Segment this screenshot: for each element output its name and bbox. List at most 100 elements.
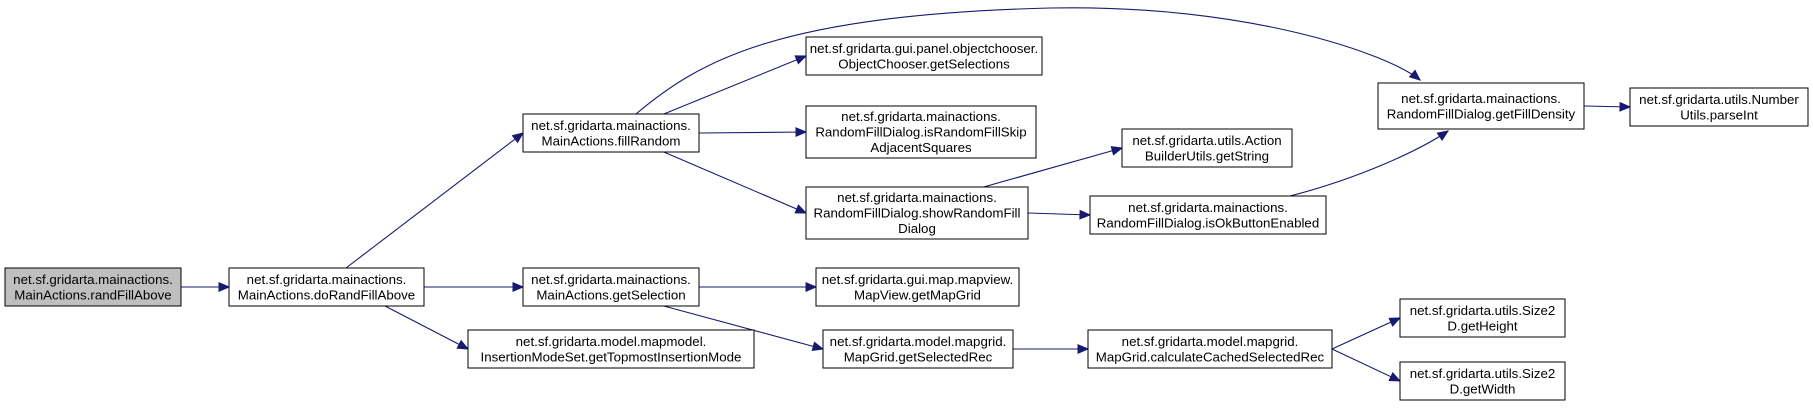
edge-line	[1289, 130, 1449, 197]
node-label-line: net.sf.gridarta.mainactions.	[531, 118, 691, 133]
node-box	[805, 186, 1029, 240]
arrowhead	[794, 204, 808, 214]
node-box	[467, 329, 755, 369]
edge-line	[1331, 348, 1401, 382]
node-box	[805, 105, 1037, 159]
node-box	[1377, 82, 1585, 130]
node-box	[1121, 128, 1293, 168]
node-rand-fill-above[interactable]: net.sf.gridarta.mainactions.MainActions.…	[4, 267, 182, 307]
arrowhead	[511, 132, 525, 144]
edge-calculate-cached-selected-rec-to-get-width	[1331, 348, 1402, 382]
node-parse-int[interactable]: net.sf.gridarta.utils.NumberUtils.parseI…	[1629, 87, 1809, 127]
node-get-fill-density[interactable]: net.sf.gridarta.mainactions.RandomFillDi…	[1377, 82, 1585, 130]
node-is-random-fill-skip[interactable]: net.sf.gridarta.mainactions.RandomFillDi…	[805, 105, 1037, 159]
node-label-line: D.getHeight	[1447, 318, 1518, 333]
node-get-map-grid[interactable]: net.sf.gridarta.gui.map.mapview.MapView.…	[815, 267, 1020, 307]
node-label-line: RandomFillDialog.getFillDensity	[1387, 106, 1576, 121]
node-label-line: net.sf.gridarta.gui.map.mapview.	[822, 272, 1013, 287]
node-label-line: InsertionModeSet.getTopmostInsertionMode	[481, 349, 742, 364]
node-label-line: Dialog	[898, 221, 936, 236]
edge-fill-random-to-get-selections	[663, 55, 808, 115]
edge-do-rand-fill-above-to-get-selection	[424, 282, 525, 292]
node-do-rand-fill-above[interactable]: net.sf.gridarta.mainactions.MainActions.…	[228, 267, 425, 307]
node-label-line: Utils.parseInt	[1680, 107, 1758, 122]
node-fill-random[interactable]: net.sf.gridarta.mainactions.MainActions.…	[522, 113, 700, 153]
node-label-line: ObjectChooser.getSelections	[838, 56, 1010, 71]
arrowhead	[512, 282, 525, 292]
edge-show-random-fill-dialog-to-is-ok-button-enabled	[1027, 209, 1092, 220]
node-label-line: net.sf.gridarta.utils.Number	[1639, 92, 1799, 107]
edge-get-selection-to-get-selected-rec	[663, 305, 825, 352]
node-get-selections[interactable]: net.sf.gridarta.gui.panel.objectchooser.…	[805, 36, 1043, 76]
arrowhead	[1077, 344, 1090, 354]
node-label-line: net.sf.gridarta.utils.Action	[1132, 133, 1281, 148]
node-label-line: net.sf.gridarta.mainactions.	[247, 272, 407, 287]
node-label-line: MainActions.getSelection	[536, 287, 685, 302]
edge-calculate-cached-selected-rec-to-get-height	[1331, 317, 1402, 350]
node-label-line: net.sf.gridarta.utils.Size2	[1410, 366, 1556, 381]
edge-line	[698, 131, 807, 134]
arrowhead	[1388, 372, 1402, 382]
node-label-line: MainActions.fillRandom	[542, 133, 681, 148]
node-box	[1399, 298, 1566, 338]
node-label-line: RandomFillDialog.isRandomFillSkip	[815, 125, 1026, 140]
node-label-line: net.sf.gridarta.mainactions.	[837, 190, 997, 205]
edge-get-fill-density-to-parse-int	[1583, 101, 1632, 112]
node-label-line: net.sf.gridarta.model.mapmodel.	[516, 334, 707, 349]
node-show-random-fill-dialog[interactable]: net.sf.gridarta.mainactions.RandomFillDi…	[805, 186, 1029, 240]
edge-fill-random-to-show-random-fill-dialog	[663, 151, 808, 214]
edge-line	[663, 55, 807, 115]
node-label-line: net.sf.gridarta.gui.panel.objectchooser.	[810, 41, 1038, 56]
edge-fill-random-to-is-random-fill-skip	[698, 127, 808, 138]
edge-line	[635, 7, 1421, 115]
edge-do-rand-fill-above-to-get-topmost-insertion-mode	[384, 305, 470, 350]
edge-line	[663, 151, 807, 214]
node-label-line: net.sf.gridarta.mainactions.	[1128, 200, 1288, 215]
arrowhead	[1619, 101, 1632, 112]
node-box	[522, 113, 700, 153]
node-box	[228, 267, 425, 307]
node-calculate-cached-selected-rec[interactable]: net.sf.gridarta.model.mapgrid.MapGrid.ca…	[1087, 329, 1333, 369]
node-box	[822, 329, 1014, 369]
node-box	[4, 267, 182, 307]
arrowhead	[1408, 69, 1421, 81]
node-label-line: net.sf.gridarta.mainactions.	[841, 109, 1001, 124]
edge-get-selection-to-get-map-grid	[699, 282, 818, 292]
node-label-line: net.sf.gridarta.utils.Size2	[1410, 303, 1556, 318]
node-box	[1087, 329, 1333, 369]
node-box	[1399, 361, 1566, 401]
edge-line	[663, 305, 824, 350]
arrowhead	[218, 282, 231, 292]
node-label-line: MapGrid.getSelectedRec	[844, 349, 993, 364]
edge-rand-fill-above-to-do-rand-fill-above	[181, 282, 231, 292]
edge-line	[983, 147, 1123, 188]
node-label-line: net.sf.gridarta.mainactions.	[1401, 91, 1561, 106]
edge-line	[345, 132, 524, 269]
node-label-line: MainActions.randFillAbove	[14, 287, 171, 302]
edges-layer	[181, 7, 1632, 382]
node-label-line: BuilderUtils.getString	[1145, 148, 1269, 163]
node-label-line: net.sf.gridarta.mainactions.	[531, 272, 691, 287]
node-label-line: MainActions.doRandFillAbove	[238, 287, 415, 302]
arrowhead	[1436, 130, 1450, 141]
edge-line	[1331, 317, 1401, 350]
edge-fill-random-to-get-fill-density	[635, 7, 1421, 115]
node-is-ok-button-enabled[interactable]: net.sf.gridarta.mainactions.RandomFillDi…	[1089, 195, 1327, 235]
node-label-line: D.getWidth	[1450, 381, 1516, 396]
node-get-string[interactable]: net.sf.gridarta.utils.ActionBuilderUtils…	[1121, 128, 1293, 168]
node-get-topmost-insertion-mode[interactable]: net.sf.gridarta.model.mapmodel.Insertion…	[467, 329, 755, 369]
node-get-selected-rec[interactable]: net.sf.gridarta.model.mapgrid.MapGrid.ge…	[822, 329, 1014, 369]
edge-get-selected-rec-to-calculate-cached-selected-rec	[1013, 344, 1090, 354]
node-label-line: MapView.getMapGrid	[854, 287, 981, 302]
arrowhead	[811, 341, 825, 352]
arrowhead	[805, 282, 818, 292]
edge-do-rand-fill-above-to-fill-random	[345, 132, 525, 269]
arrowhead	[794, 55, 808, 65]
nodes-layer: net.sf.gridarta.mainactions.MainActions.…	[4, 36, 1809, 401]
node-get-selection[interactable]: net.sf.gridarta.mainactions.MainActions.…	[522, 267, 700, 307]
edge-line	[384, 305, 469, 350]
arrowhead	[1110, 146, 1124, 156]
